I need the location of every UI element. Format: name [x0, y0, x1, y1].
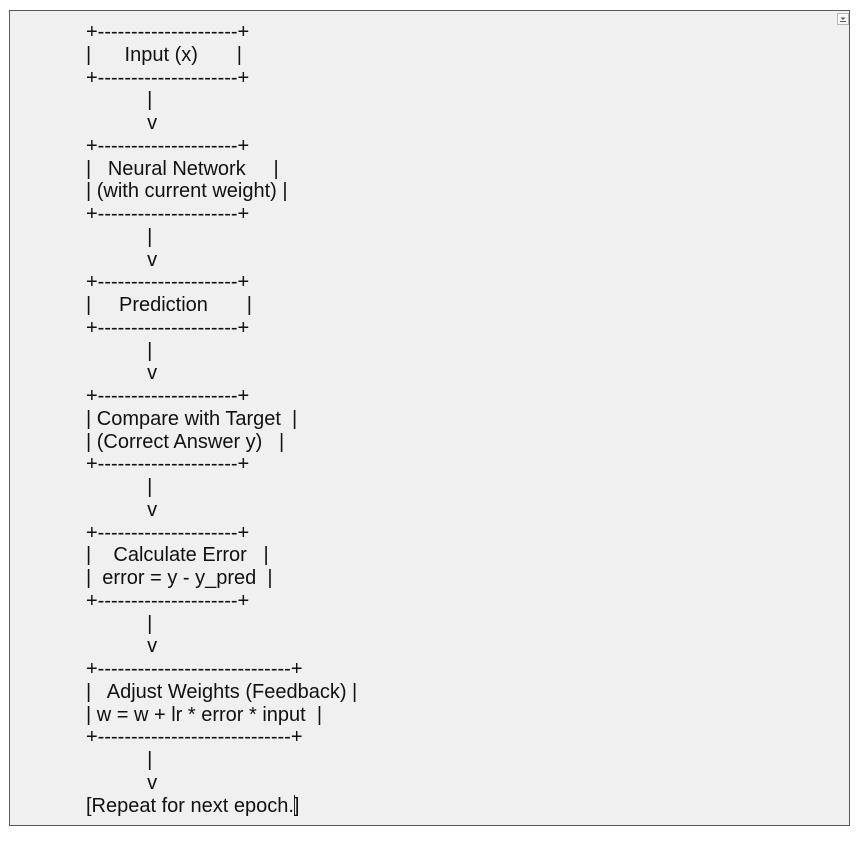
- diagram-line: +---------------------+: [86, 203, 250, 225]
- diagram-line: +---------------------+: [86, 66, 250, 89]
- repeat-text-end: ]: [293, 794, 300, 817]
- diagram-line: | Input (x) |: [86, 43, 242, 66]
- repeat-text: [Repeat for next epoch.: [86, 794, 294, 817]
- diagram-line: | Prediction |: [86, 294, 253, 316]
- diagram-line: |: [86, 339, 153, 362]
- diagram-line: |: [86, 476, 153, 498]
- diagram-line: +-----------------------------+: [86, 658, 303, 680]
- diagram-line: v: [86, 248, 158, 271]
- chevron-down-icon: [840, 17, 846, 22]
- diagram-line: v: [86, 498, 158, 521]
- diagram-line: |: [86, 749, 153, 771]
- diagram-line: | Calculate Error |: [86, 544, 269, 567]
- diagram-line: +---------------------+: [86, 21, 250, 43]
- diagram-line: | Neural Network |: [86, 157, 279, 180]
- diagram-line: +-----------------------------+: [86, 726, 303, 749]
- diagram-line: +---------------------+: [86, 271, 250, 294]
- diagram-line: |: [86, 612, 153, 635]
- diagram-line: v: [86, 771, 158, 794]
- diagram-line: | error = y - y_pred |: [86, 567, 273, 589]
- text-editor[interactable]: +---------------------+| Input (x) |+---…: [9, 10, 850, 826]
- diagram-line: | w = w + lr * error * input |: [86, 703, 323, 726]
- text-caret: [293, 794, 295, 815]
- diagram-line: |: [86, 225, 153, 248]
- diagram-line: |: [86, 89, 153, 112]
- diagram-line: v: [86, 362, 158, 385]
- diagram-line: +---------------------+: [86, 134, 250, 157]
- diagram-line: v: [86, 112, 158, 134]
- diagram-line: +---------------------+: [86, 453, 250, 476]
- diagram-line: | Adjust Weights (Feedback) |: [86, 680, 358, 703]
- diagram-line: | (Correct Answer y) |: [86, 430, 285, 453]
- diagram-line: +---------------------+: [86, 589, 250, 612]
- diagram-line: +---------------------+: [86, 316, 250, 339]
- editor-dropdown-button[interactable]: [837, 13, 849, 25]
- diagram-text[interactable]: +---------------------+| Input (x) |+---…: [86, 21, 357, 817]
- diagram-line: v: [86, 635, 158, 658]
- diagram-line: | (with current weight) |: [86, 180, 288, 203]
- diagram-line-last: [Repeat for next epoch.]: [86, 794, 357, 818]
- diagram-line: | Compare with Target |: [86, 407, 298, 430]
- diagram-line: +---------------------+: [86, 385, 250, 407]
- diagram-line: +---------------------+: [86, 521, 250, 544]
